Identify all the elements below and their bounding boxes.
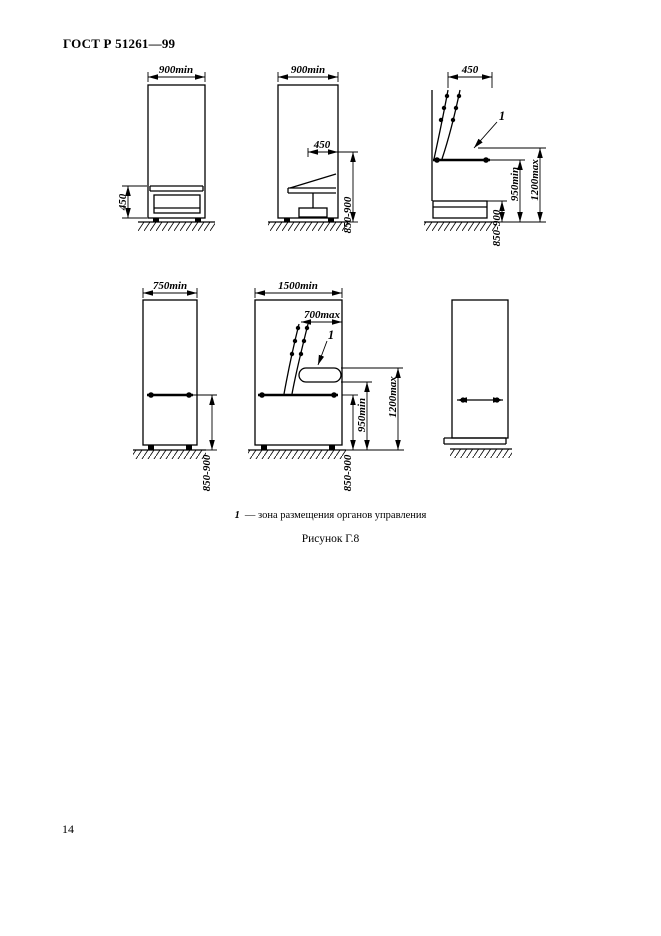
ground-hatch	[133, 450, 206, 459]
dim-label-1200max: 1200max	[529, 159, 541, 201]
reach-arc	[291, 323, 309, 395]
cabin-outline	[277, 84, 339, 219]
ref-label-1: 1	[499, 109, 505, 123]
dim-label-950min: 950min	[356, 398, 368, 432]
diagram-shower-front: 900min 450	[117, 64, 215, 231]
diagram-cabin-front: 750min 850-900	[133, 280, 217, 491]
cabin-outline	[147, 84, 206, 219]
dim-label-700max: 700max	[304, 309, 341, 321]
seat-support	[153, 194, 201, 214]
ground-hatch	[248, 450, 346, 459]
legend-item-text: — зона размещения органов управления	[244, 510, 427, 521]
figure-g8-drawing: 900min 450 900min 45	[117, 64, 546, 491]
dim-label-450: 450	[461, 64, 479, 76]
dim-label-900min: 900min	[291, 64, 325, 76]
diagram-cabin-side	[443, 299, 512, 458]
dim-label-1200max: 1200max	[387, 376, 399, 418]
figure-legend: 1 — зона размещения органов управления	[0, 510, 661, 521]
dim-label-450-offset: 450	[313, 139, 331, 151]
document-header: ГОСТ Р 51261—99	[63, 36, 176, 51]
diagram-cabin-wide: 1500min 700max 1 850-900	[248, 280, 404, 491]
control-zone	[298, 367, 342, 383]
dim-label-1500min: 1500min	[278, 280, 318, 292]
cabin-outline	[142, 299, 198, 446]
reach-arc	[441, 89, 461, 160]
cabin-outline	[451, 299, 509, 439]
figure-caption: Рисунок Г.8	[301, 533, 360, 545]
dim-label-900min: 900min	[159, 64, 193, 76]
diagram-shower-side: 900min 450 850-900	[268, 64, 358, 233]
dim-label-850-900: 850-900	[201, 454, 213, 491]
ground-hatch	[268, 222, 348, 231]
seat-base	[298, 207, 328, 218]
diagram-reach-zone-side: 450 1 850-900 950min	[424, 64, 546, 246]
cabin-outline	[254, 299, 343, 446]
ground-hatch	[450, 449, 512, 458]
ground-hatch	[424, 222, 497, 231]
fixture	[432, 200, 488, 219]
dim-label-850-900: 850-900	[342, 454, 354, 491]
reach-arc	[283, 323, 300, 395]
dim-label-950min: 950min	[509, 167, 521, 201]
dim-label-450-vert: 450	[117, 193, 129, 211]
dim-label-750min: 750min	[153, 280, 187, 292]
page-number: 14	[62, 822, 74, 836]
ref-label-1: 1	[328, 328, 334, 342]
legend-item-number: 1	[234, 510, 240, 521]
ground-hatch	[138, 222, 215, 231]
